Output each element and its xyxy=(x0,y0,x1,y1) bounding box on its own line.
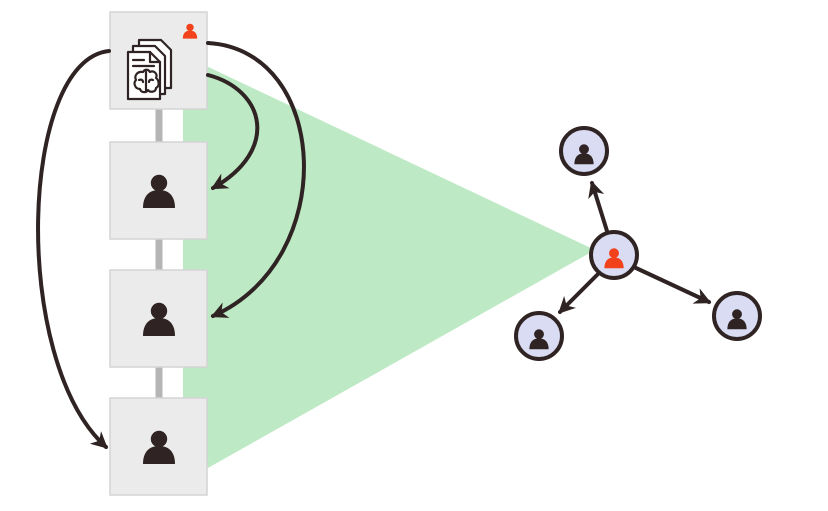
member-tile-1[interactable] xyxy=(109,141,208,240)
graph-node-bottom-left[interactable] xyxy=(514,311,564,361)
graph-node-top[interactable] xyxy=(559,126,609,176)
graph-edge-bottom-left xyxy=(558,272,600,314)
arrow-to-member-2 xyxy=(206,41,306,318)
arrow-to-member-3 xyxy=(36,49,111,449)
member-tile-3[interactable] xyxy=(109,397,208,496)
graph-edge-top xyxy=(588,180,609,233)
document-tile[interactable] xyxy=(109,11,208,110)
graph-edge-right xyxy=(634,266,712,304)
graph-node-center[interactable] xyxy=(589,230,639,280)
highlight-cone xyxy=(183,55,595,482)
member-tile-2[interactable] xyxy=(109,269,208,368)
graph-node-right[interactable] xyxy=(712,291,762,341)
arrow-to-member-1 xyxy=(206,73,260,190)
document-brain-icon xyxy=(126,38,173,101)
